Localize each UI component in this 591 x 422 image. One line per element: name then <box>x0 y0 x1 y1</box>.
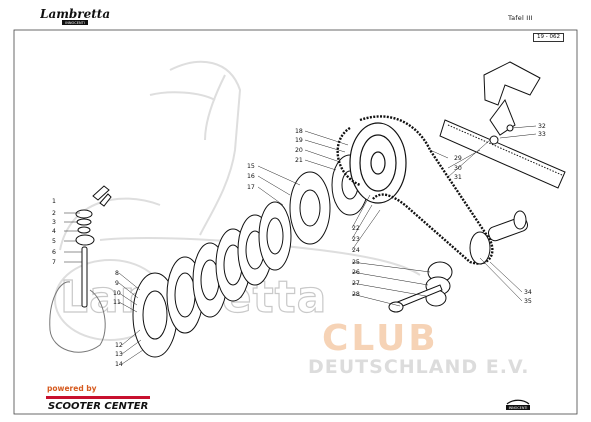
callout-23: 23 <box>352 236 360 243</box>
callout-17: 17 <box>247 184 255 191</box>
scooter-center-logo: SCOOTER CENTER <box>46 396 150 412</box>
callout-11: 11 <box>113 299 121 306</box>
callout-15: 15 <box>247 163 255 170</box>
callout-12: 12 <box>115 342 123 349</box>
drive-chain <box>336 115 494 265</box>
sheet-number-box: 19 - 062 <box>533 33 564 42</box>
callout-7: 7 <box>52 259 56 266</box>
callout-5: 5 <box>52 238 56 245</box>
callout-16: 16 <box>247 173 255 180</box>
callout-21: 21 <box>295 157 303 164</box>
callout-24: 24 <box>352 247 360 254</box>
callout-2: 2 <box>52 210 56 217</box>
clutch-plates <box>132 154 369 358</box>
callout-4: 4 <box>52 228 56 235</box>
callout-26: 26 <box>352 269 360 276</box>
innocenti-small-logo: INNOCENTI <box>506 399 530 410</box>
callout-20: 20 <box>295 147 303 154</box>
diagram-frame <box>13 29 578 415</box>
callout-labels: 2 3 4 5 6 7 1 8 9 10 11 12 13 14 15 16 1… <box>52 123 546 368</box>
callout-27: 27 <box>352 280 360 287</box>
sponsor-text: SCOOTER CENTER <box>48 401 148 412</box>
callout-1: 1 <box>52 198 56 205</box>
logo-brand-text: Lambretta <box>40 7 110 21</box>
callout-30: 30 <box>454 165 462 172</box>
plate-title: Tafel III <box>508 14 533 22</box>
svg-text:DEUTSCHLAND E.V.: DEUTSCHLAND E.V. <box>308 356 529 378</box>
callout-6: 6 <box>52 249 56 256</box>
svg-text:CLUB: CLUB <box>322 318 439 359</box>
leader-lines <box>64 125 537 365</box>
callout-32: 32 <box>538 123 546 130</box>
callout-3: 3 <box>52 219 56 226</box>
callout-13: 13 <box>115 351 123 358</box>
callout-18: 18 <box>295 128 303 135</box>
lambretta-logo: Lambretta INNOCENTI <box>40 7 110 25</box>
powered-by-text: powered by <box>47 384 97 393</box>
clutch-bell-sprocket <box>349 122 407 204</box>
damper-set <box>388 261 453 313</box>
callout-19: 19 <box>295 137 303 144</box>
logo-sub-text: INNOCENTI <box>65 21 84 25</box>
chain-tensioner-bracket <box>439 61 566 189</box>
watermark-text: Lambretta CLUB DEUTSCHLAND E.V. <box>59 271 529 378</box>
callout-8: 8 <box>115 270 119 277</box>
callout-14: 14 <box>115 361 123 368</box>
callout-33: 33 <box>538 131 546 138</box>
rear-sprocket <box>469 210 528 265</box>
watermark-scooter <box>54 60 421 341</box>
callout-9: 9 <box>115 280 119 287</box>
callout-28: 28 <box>352 291 360 298</box>
callout-22: 22 <box>352 225 360 232</box>
callout-10: 10 <box>113 290 121 297</box>
callout-34: 34 <box>524 289 532 296</box>
callout-31: 31 <box>454 174 462 181</box>
callout-35: 35 <box>524 298 532 305</box>
small-logo-text: INNOCENTI <box>509 406 528 410</box>
kickstart-lever-assembly <box>49 185 112 353</box>
callout-29: 29 <box>454 155 462 162</box>
callout-25: 25 <box>352 259 360 266</box>
logo-sub-box <box>62 20 88 25</box>
